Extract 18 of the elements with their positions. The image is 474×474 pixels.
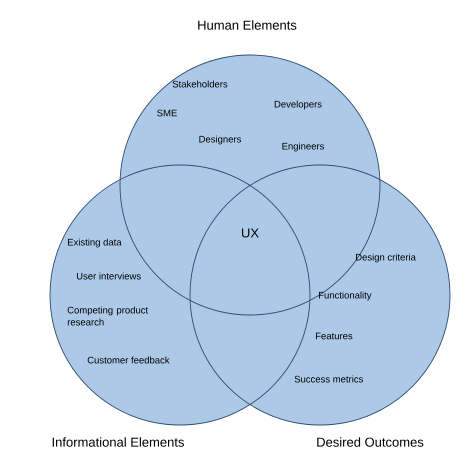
center-label: UX — [242, 228, 259, 238]
item-label: Stakeholders — [172, 80, 228, 88]
item-label: SME — [157, 110, 177, 116]
item-label: Design criteria — [356, 254, 416, 262]
item-label: Designers — [199, 136, 242, 144]
item-label: Existing data — [68, 238, 122, 248]
venn-circle — [190, 164, 450, 426]
item-label: User interviews — [76, 272, 141, 280]
item-label: Developers — [274, 100, 322, 110]
item-label: Success metrics — [294, 376, 363, 382]
circle-heading: Human Elements — [198, 20, 296, 30]
item-label: Functionality — [318, 292, 372, 300]
item-label: Features — [316, 332, 352, 340]
circle-heading: Informational Elements — [52, 437, 184, 447]
item-label: Competing product research — [68, 306, 148, 326]
item-label: Engineers — [282, 142, 324, 152]
item-label: Customer feedback — [88, 356, 170, 364]
circle-heading: Desired Outcomes — [317, 437, 424, 447]
